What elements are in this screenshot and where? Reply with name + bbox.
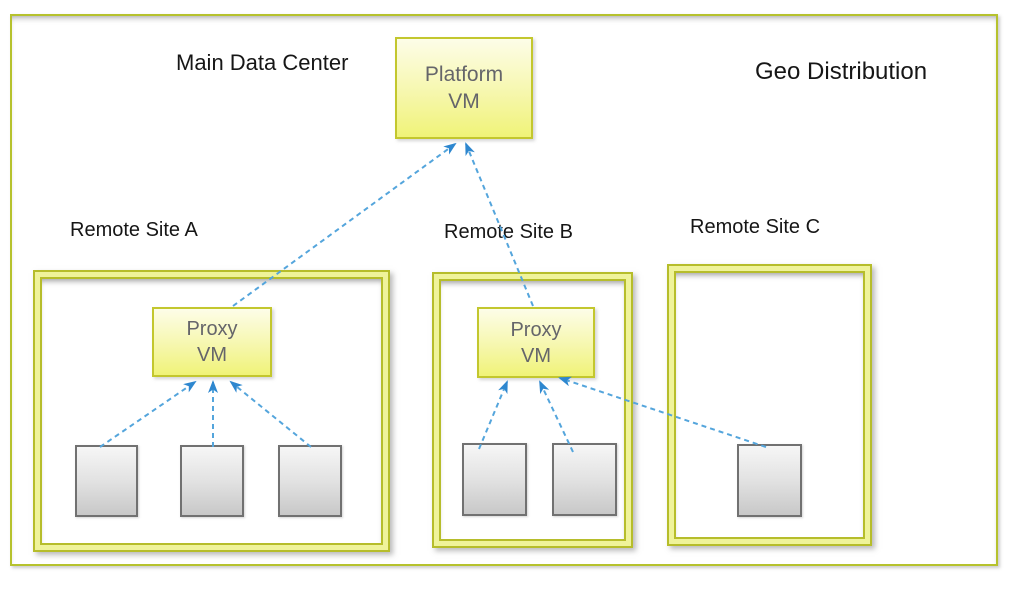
remote-site-c-label: Remote Site C: [690, 216, 821, 238]
geo-distribution-label: Geo Distribution: [755, 58, 928, 85]
site-a-device-2: [180, 445, 244, 517]
site-a-device-3: [278, 445, 342, 517]
site-b-proxy-label-line1: Proxy: [510, 318, 562, 341]
remote-site-a-label: Remote Site A: [70, 219, 198, 241]
site-b-proxy-label-line2: VM: [521, 344, 551, 367]
site-a-proxy-label-line2: VM: [197, 344, 227, 366]
site-b-proxy-vm-box: Proxy VM: [477, 307, 595, 378]
remote-site-b-label: Remote Site B: [444, 221, 573, 243]
site-b-device-2: [552, 443, 617, 516]
site-a-proxy-vm-box: Proxy VM: [152, 307, 272, 377]
main-data-center-label: Main Data Center: [176, 50, 349, 75]
platform-vm-box: Platform VM: [395, 37, 533, 139]
site-a-device-1: [75, 445, 138, 517]
platform-vm-label-line2: VM: [448, 90, 480, 113]
site-a-proxy-label-line1: Proxy: [186, 318, 238, 340]
site-c-device-1: [737, 444, 802, 517]
platform-vm-label-line1: Platform: [424, 62, 504, 86]
site-b-device-1: [462, 443, 527, 516]
